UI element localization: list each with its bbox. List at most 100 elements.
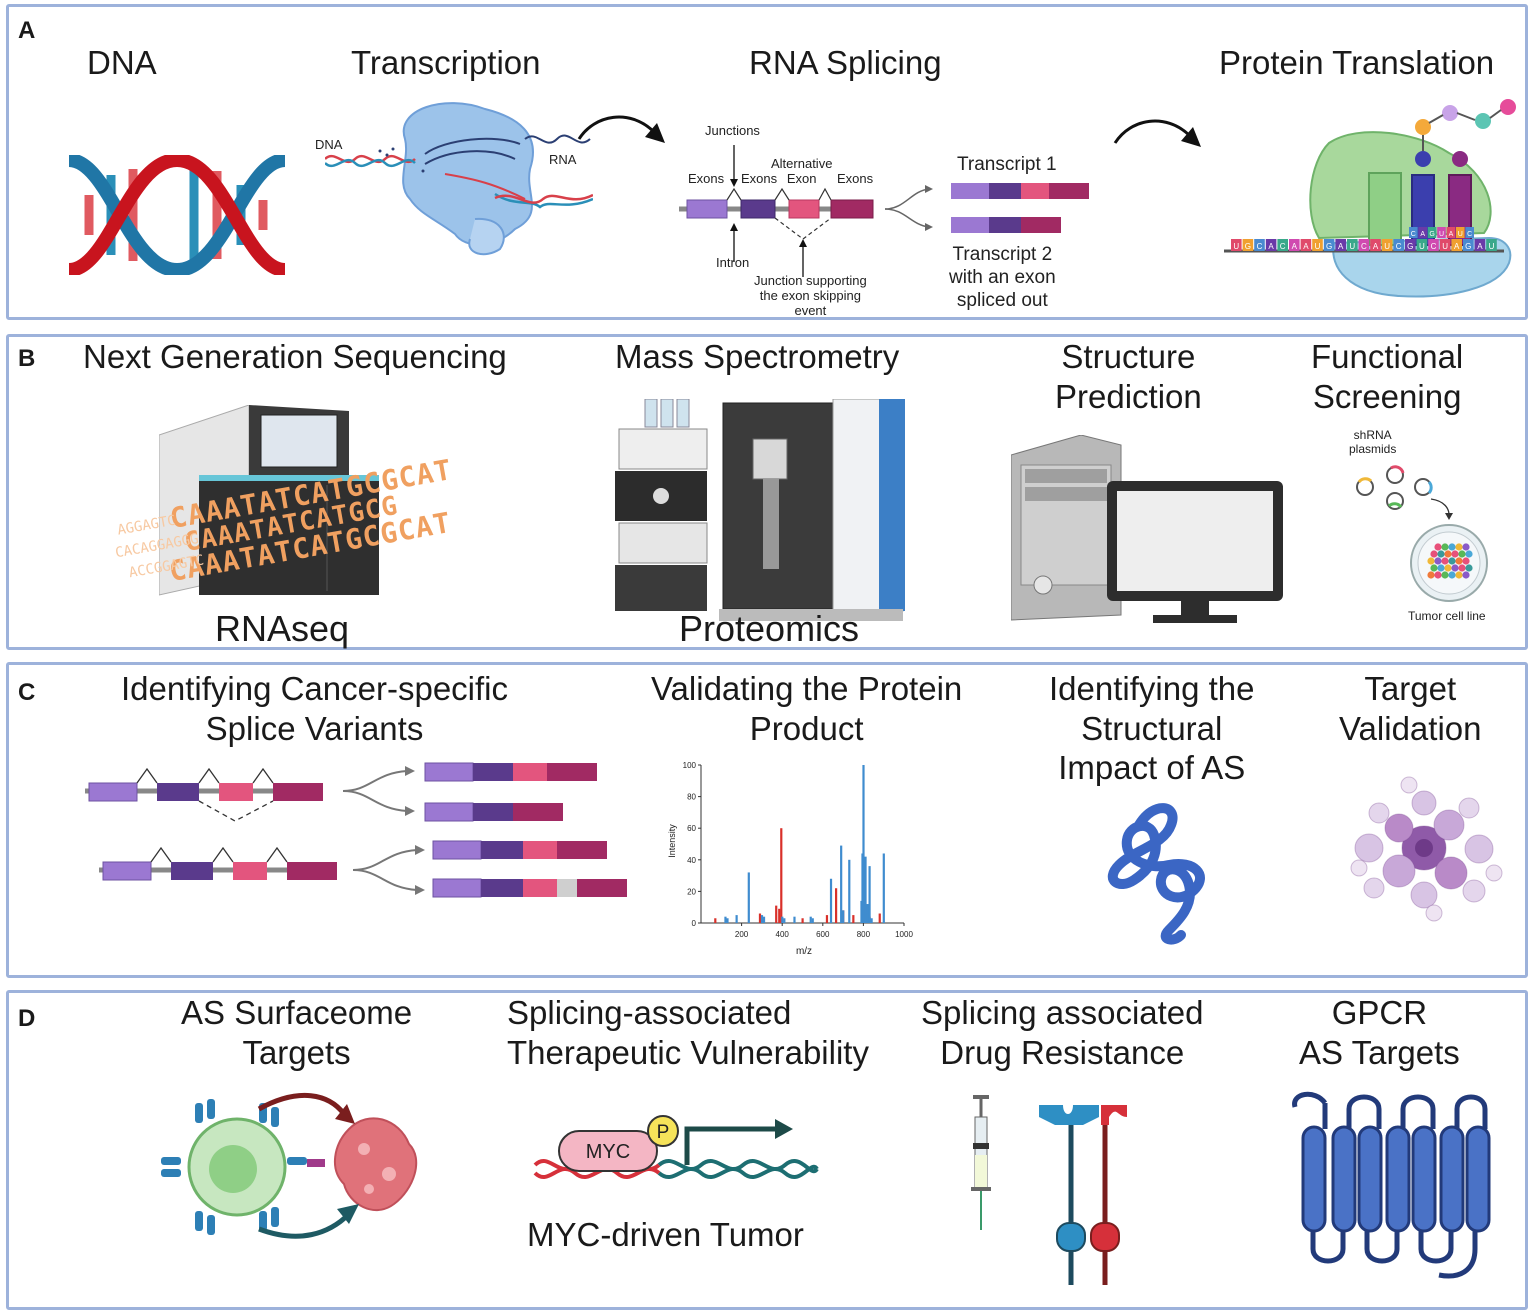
title-drug-resistance: Splicing associated Drug Resistance <box>921 994 1204 1071</box>
protein-ribbon-icon <box>1107 803 1205 945</box>
label-myc-driven-tumor: MYC-driven Tumor <box>527 1216 804 1253</box>
tumor-cell <box>1400 776 1418 794</box>
title-structural-impact: Identifying the Structural Impact of AS <box>1049 670 1255 787</box>
anticodon-nucleotide <box>1446 227 1456 238</box>
label-dna-strand: DNA <box>315 137 343 152</box>
anticodon-letter: A <box>1420 231 1425 238</box>
plasmid-screen-icon <box>1356 465 1488 602</box>
title-splice-variants: Identifying Cancer-specific Splice Varia… <box>121 670 509 747</box>
rna-polymerase-icon <box>325 102 593 256</box>
cell-dot <box>1434 557 1442 565</box>
title-gpcr: GPCR AS Targets <box>1299 994 1460 1071</box>
title-surfaceome: AS Surfaceome Targets <box>181 994 413 1071</box>
codon-nucleotide <box>1277 239 1288 251</box>
title-target-validation: Target Validation <box>1339 670 1482 747</box>
panel-label: D <box>18 1005 36 1032</box>
cell-dot <box>1434 543 1442 551</box>
spectrum-peak <box>852 915 855 923</box>
panel-label: A <box>18 17 36 44</box>
spectrum-peak <box>809 916 812 923</box>
title-therapeutic-vulnerability: Splicing-associated Therapeutic Vulnerab… <box>507 994 869 1071</box>
spectrum-peak <box>862 765 865 923</box>
cell-dot <box>1427 571 1435 579</box>
tumor-cell <box>1382 854 1416 888</box>
spectrum-peak <box>834 888 838 923</box>
tumor-cell <box>1485 864 1503 882</box>
codon-nucleotide <box>1381 239 1393 251</box>
label-alternative-exon: Alternative Exon <box>771 156 833 186</box>
y-tick-label: 20 <box>687 887 696 896</box>
cell-dot <box>1444 550 1452 558</box>
x-tick-label: 1000 <box>895 930 913 939</box>
spectrum-peak <box>775 905 778 923</box>
panel-b: B Next Generation Sequencing Mass Spectr… <box>6 334 1528 650</box>
splicing-diagram <box>679 145 1089 277</box>
cell-dot <box>1430 550 1438 558</box>
spectrum-peak <box>864 856 867 923</box>
tumor-cell <box>1410 881 1438 909</box>
immune-cell-targeting-icon <box>161 1092 418 1239</box>
computer-icon <box>1011 435 1283 623</box>
panel-c: C Identifying Cancer-specific Splice Var… <box>6 662 1528 978</box>
spectrum-peak <box>870 918 873 923</box>
spectrum-peak <box>778 908 781 923</box>
title-functional-screening: Functional Screening <box>1311 338 1464 415</box>
codon-letter: A <box>1292 242 1298 251</box>
codon-nucleotide <box>1439 239 1451 251</box>
myc-transcription-icon: MYC P <box>533 1115 819 1180</box>
codon-letter: G <box>1465 242 1471 251</box>
cell-dot <box>1462 557 1470 565</box>
anticodon-nucleotide <box>1427 227 1437 238</box>
spectrum-peak <box>726 918 729 923</box>
anticodon-letter: U <box>1458 231 1463 238</box>
codon-nucleotide <box>1405 239 1416 251</box>
x-tick-label: 200 <box>735 930 749 939</box>
spectrum-peak <box>760 915 764 923</box>
codon-nucleotide <box>1312 239 1323 251</box>
panel-label: C <box>18 679 36 706</box>
anticodon-nucleotide <box>1418 227 1427 238</box>
anticodon-nucleotide <box>1437 227 1446 238</box>
cell-dot <box>1441 557 1449 565</box>
cell-dot <box>1444 564 1452 572</box>
codon-nucleotide <box>1289 239 1300 251</box>
tumor-cell <box>1363 877 1385 899</box>
cell-dot <box>1427 557 1435 565</box>
tumor-cell <box>1354 833 1384 863</box>
spectrum-peak <box>868 866 871 923</box>
title-transcription: Transcription <box>351 44 541 81</box>
anticodon-letter: C <box>1411 231 1416 238</box>
codon-letter: A <box>1477 242 1483 251</box>
cell-dot <box>1465 550 1473 558</box>
anticodon-nucleotide <box>1409 227 1418 238</box>
cell-dot <box>1458 564 1466 572</box>
cell-dot <box>1448 543 1456 551</box>
label-transcript-2: Transcript 2 with an exon spliced out <box>949 244 1056 311</box>
codon-nucleotide <box>1416 239 1428 251</box>
panel-label: B <box>18 345 36 372</box>
tumor-cell <box>1458 797 1480 819</box>
gpcr-icon <box>1292 1091 1491 1279</box>
cell-dot <box>1455 557 1463 565</box>
cell-dot <box>1451 564 1459 572</box>
codon-nucleotide <box>1370 239 1381 251</box>
codon-letter: G <box>1245 242 1251 251</box>
curved-arrow-icon <box>577 115 665 143</box>
spectrum-peak <box>793 916 796 923</box>
codon-letter: C <box>1280 242 1286 251</box>
label-intron: Intron <box>716 255 750 270</box>
label-tumor-cell-line: Tumor cell line <box>1408 609 1486 623</box>
codon-nucleotide <box>1486 239 1497 251</box>
dna-helix-icon <box>69 155 285 275</box>
spectrum-peak <box>762 916 766 923</box>
sequencer-icon <box>159 405 379 596</box>
y-tick-label: 40 <box>687 856 696 865</box>
spectrum-peak <box>780 828 783 923</box>
spectrum-peak <box>735 915 738 923</box>
codon-nucleotide <box>1393 239 1404 251</box>
codon-letter: U <box>1233 242 1239 251</box>
spectrum-peak <box>781 916 784 923</box>
cell-nucleus <box>1415 839 1433 857</box>
cell-dot <box>1455 543 1463 551</box>
